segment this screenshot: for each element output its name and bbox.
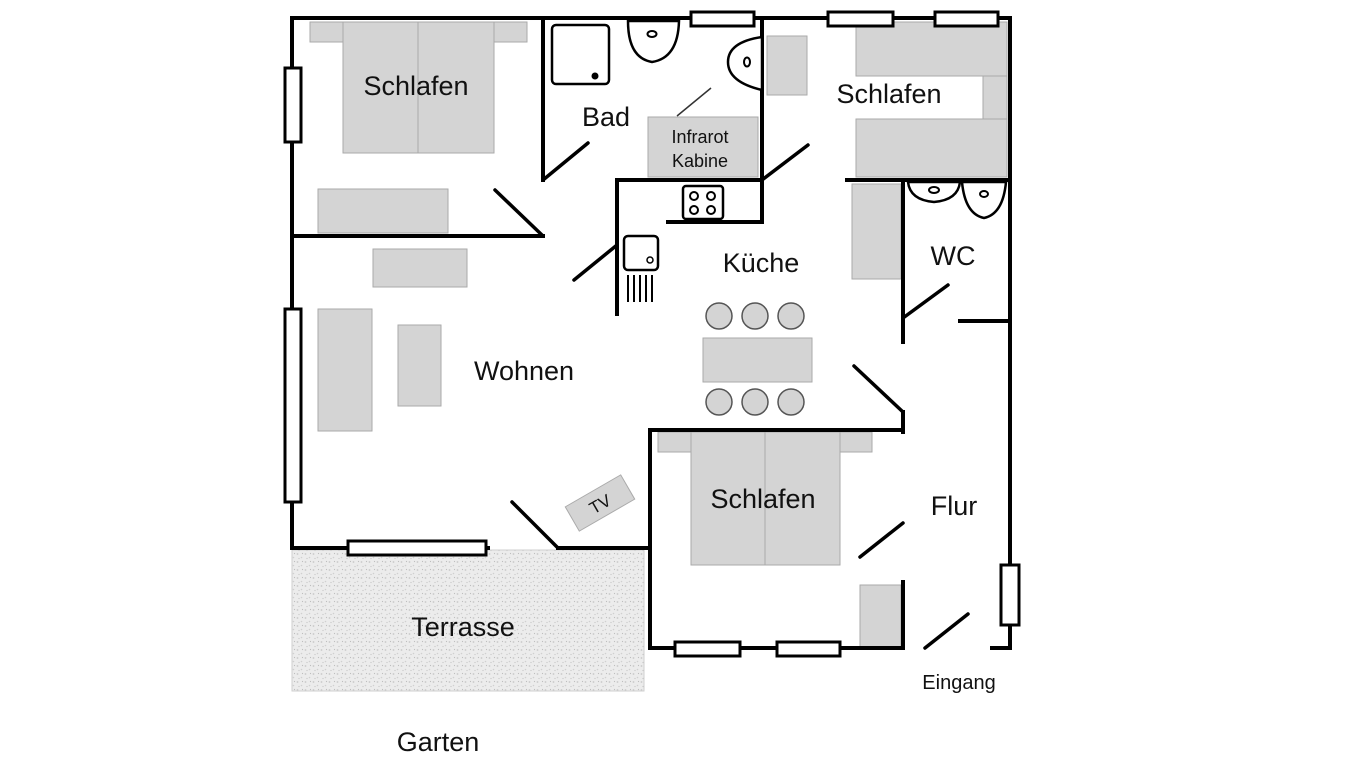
stool	[741, 388, 769, 416]
window	[826, 10, 895, 28]
sink-icon	[626, 19, 681, 64]
window	[283, 307, 303, 504]
furniture	[309, 21, 1008, 648]
shower-drain-icon	[591, 72, 599, 80]
drainboard-icon	[627, 275, 653, 302]
room-label-schlafen-s: Schlafen	[710, 484, 815, 514]
door-nw-bedroom	[493, 188, 545, 238]
stove-icon	[681, 184, 725, 221]
doors	[493, 141, 970, 650]
door-wc	[901, 283, 950, 320]
sofa	[317, 308, 373, 432]
door-s-bedroom	[858, 521, 905, 559]
window	[673, 640, 742, 658]
shower-tray	[550, 23, 611, 86]
window	[283, 66, 303, 144]
room-label-infrarot: Infrarot	[671, 127, 728, 147]
living-sideboard	[372, 248, 468, 288]
cabin-connector	[676, 87, 712, 117]
kitchen-fixtures	[622, 184, 725, 302]
door-flur	[852, 364, 905, 414]
room-label-wohnen: Wohnen	[474, 356, 574, 386]
room-label-kabine: Kabine	[672, 151, 728, 171]
label-garten: Garten	[397, 727, 480, 757]
room-label-schlafen-nw: Schlafen	[363, 71, 468, 101]
door-terrace	[510, 500, 560, 550]
kitchen-sink-icon	[622, 234, 660, 272]
stool	[741, 302, 769, 330]
terrace-area	[291, 549, 645, 692]
window	[933, 10, 1000, 28]
coffee-table	[397, 324, 442, 407]
wc-fixtures	[906, 180, 1008, 220]
bathroom-fixtures	[550, 19, 764, 117]
dining-table	[702, 337, 813, 383]
stool	[705, 302, 733, 330]
windows	[283, 10, 1021, 658]
window	[346, 539, 488, 557]
room-label-bad: Bad	[582, 102, 630, 132]
window	[689, 10, 756, 28]
window	[775, 640, 842, 658]
room-label-terrasse: Terrasse	[411, 612, 515, 642]
ne-bed-side	[982, 75, 1008, 120]
door-bath	[541, 141, 590, 182]
bath-cabinet	[766, 35, 808, 96]
flur-cabinet	[859, 584, 902, 648]
label-eingang: Eingang	[922, 672, 995, 694]
ne-bed-bottom	[855, 118, 1008, 178]
stool	[777, 388, 805, 416]
room-label-flur: Flur	[931, 491, 978, 521]
room-label-wc: WC	[931, 241, 976, 271]
door-ne-bedroom	[760, 143, 810, 182]
room-label-schlafen-ne: Schlafen	[836, 79, 941, 109]
room-label-kueche: Küche	[723, 248, 800, 278]
infrared-cabin	[647, 116, 759, 178]
ne-bed-top	[855, 21, 1008, 77]
nw-dresser	[317, 188, 449, 234]
ne-wardrobe	[851, 183, 902, 280]
dining-stools	[705, 302, 805, 416]
door-living-kitchen	[572, 243, 619, 282]
tv-unit	[564, 474, 636, 532]
window	[999, 563, 1021, 627]
door-entrance	[923, 612, 970, 650]
stool	[705, 388, 733, 416]
wc-sink-icon	[960, 180, 1008, 220]
stool	[777, 302, 805, 330]
